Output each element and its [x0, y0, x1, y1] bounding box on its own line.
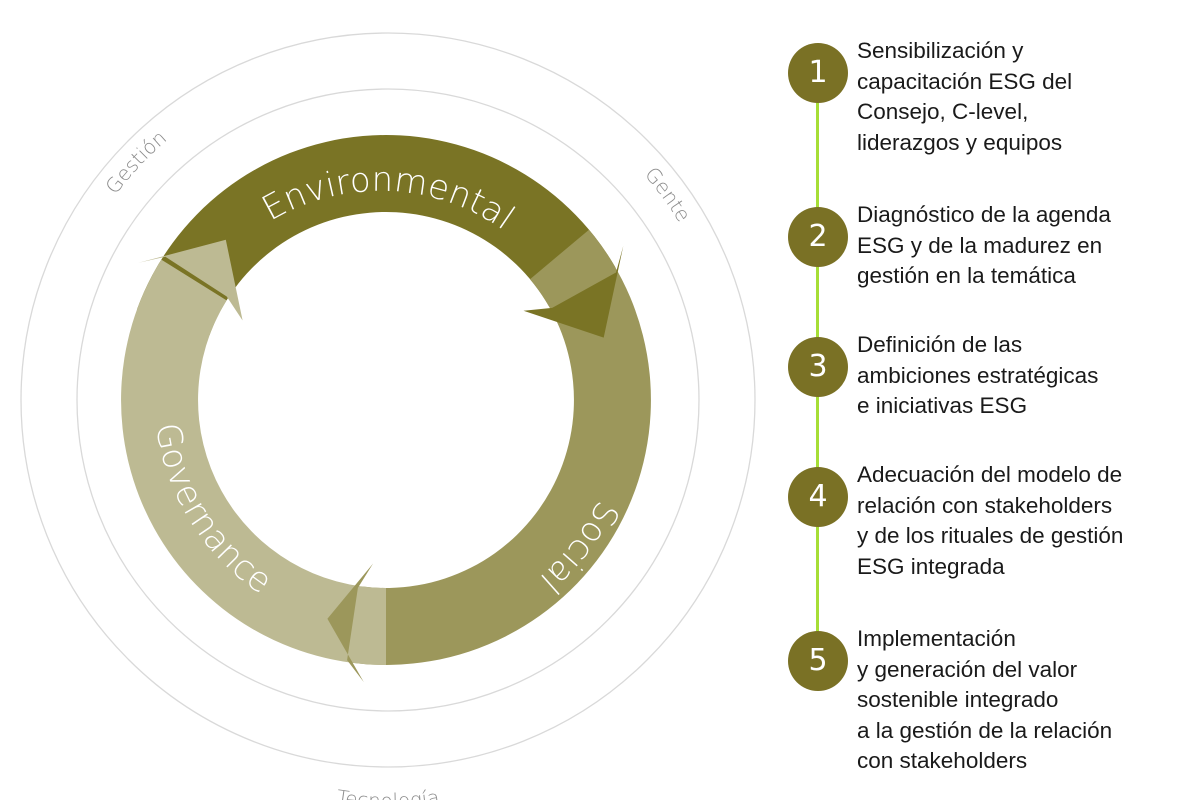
step-description: Adecuación del modelo de relación con st… — [857, 462, 1124, 579]
arrow-body-governance — [121, 259, 386, 665]
esg-cycle-diagram: Gestión Gente Tecnología Environmental S… — [20, 32, 756, 800]
step-number-badge: 5 — [788, 631, 848, 691]
arrow-body-environmental — [137, 135, 616, 336]
step-description: Definición de las ambiciones estratégica… — [857, 332, 1099, 418]
step-number-badge: 4 — [788, 467, 848, 527]
outer-ring — [20, 32, 756, 768]
steps-timeline: 1 Sensibilización y capacitación ESG del… — [786, 0, 1200, 800]
arrow-body-social — [351, 229, 651, 665]
step-number-badge: 1 — [788, 43, 848, 103]
step-description: Sensibilización y capacitación ESG del C… — [857, 38, 1073, 155]
ring-label-tecnologia: Tecnología — [335, 785, 441, 800]
step-number-badge: 2 — [788, 207, 848, 267]
arrowhead-social — [327, 563, 374, 683]
step-description: Diagnóstico de la agenda ESG y de la mad… — [857, 202, 1111, 288]
step-description: Implementación y generación del valor so… — [857, 626, 1113, 773]
inner-ring — [76, 88, 700, 712]
step-number-badge: 3 — [788, 337, 848, 397]
ring-label-gente: Gente — [640, 162, 696, 226]
arrowhead-environmental — [523, 245, 624, 338]
arrowhead-governance — [138, 239, 243, 321]
